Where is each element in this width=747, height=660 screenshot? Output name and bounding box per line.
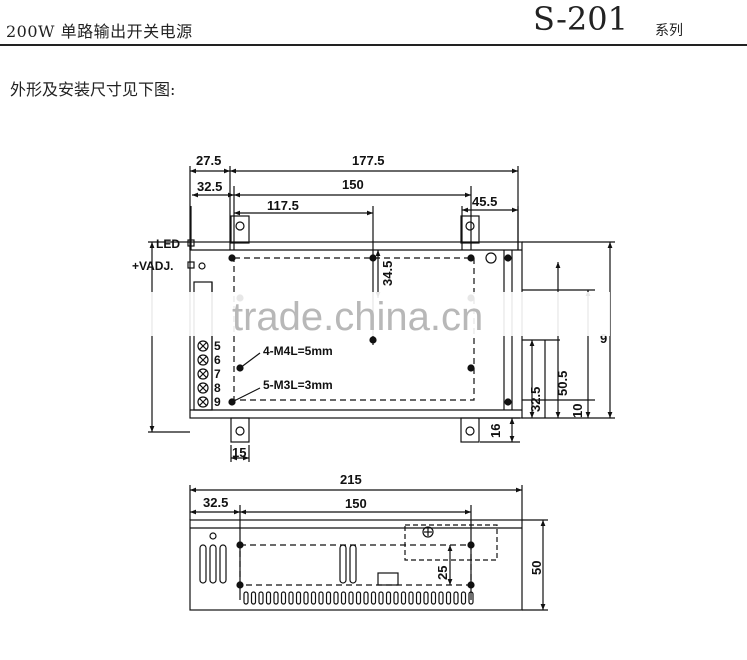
vent-slot — [355, 591, 362, 605]
dim-27-5: 27.5 — [196, 153, 221, 168]
vent-slot — [445, 591, 452, 605]
vent-slot — [280, 591, 287, 605]
dim-150: 150 — [342, 177, 364, 192]
dim-34-5: 34.5 — [380, 261, 395, 286]
dim-16: 16 — [488, 424, 503, 438]
dim-177-5: 177.5 — [352, 153, 385, 168]
dim-10: 10 — [570, 404, 585, 418]
dim-15: 15 — [232, 445, 246, 460]
header-product-title: 200W 单路输出开关电源 — [6, 22, 193, 41]
terminal-label-6: 6 — [214, 353, 221, 367]
vent-slot — [453, 591, 459, 605]
terminal-label-5: 5 — [214, 339, 221, 353]
vent-slot — [460, 591, 467, 605]
side-dim-50: 50 — [529, 561, 544, 575]
vent-slot — [423, 591, 429, 605]
vent-slot — [273, 591, 279, 605]
dim-50-5: 50.5 — [555, 371, 570, 396]
dim-45-5: 45.5 — [472, 194, 497, 209]
terminal-label-9: 9 — [214, 395, 221, 409]
vent-slot — [258, 591, 264, 605]
vent-slot — [243, 591, 249, 605]
label-m4-screws: 4-M4L=5mm — [263, 344, 333, 358]
header-series-label: 系列 — [655, 23, 683, 39]
vent-slot — [468, 591, 474, 605]
side-view — [189, 485, 548, 611]
side-dim-150: 150 — [345, 496, 367, 511]
vent-slot — [408, 591, 414, 605]
header-model-number: S-201 — [533, 0, 628, 38]
watermark-band — [130, 292, 610, 336]
vent-slot — [250, 591, 257, 605]
label-m3-screws: 5-M3L=3mm — [263, 378, 333, 392]
dim-9: 9 — [600, 331, 607, 346]
dim-117-5: 117.5 — [267, 198, 299, 213]
vent-slot — [340, 591, 347, 605]
vent-slot — [295, 591, 302, 605]
terminal-label-8: 8 — [214, 381, 221, 395]
vent-slot — [310, 591, 317, 605]
side-dim-25: 25 — [435, 566, 450, 580]
label-led: LED — [156, 237, 180, 251]
vent-slot — [333, 591, 339, 605]
vent-slot — [393, 591, 399, 605]
vent-slot — [400, 591, 407, 605]
vent-slot — [288, 591, 294, 605]
side-dim-32-5: 32.5 — [203, 495, 228, 510]
vent-slot — [430, 591, 437, 605]
terminal-label-7: 7 — [214, 367, 221, 381]
vent-slot — [415, 591, 422, 605]
watermark-text: trade.china.cn — [232, 295, 483, 339]
dim-32-5-right: 32.5 — [528, 387, 543, 412]
vent-slot — [378, 591, 384, 605]
label-vadj: +VADJ. — [132, 259, 173, 273]
side-dim-215: 215 — [340, 472, 362, 487]
dim-32-5: 32.5 — [197, 179, 222, 194]
header-divider — [0, 44, 747, 46]
subtitle: 外形及安装尺寸见下图: — [10, 80, 176, 99]
vent-slot — [325, 591, 332, 605]
vent-slot — [438, 591, 444, 605]
vent-slot — [370, 591, 377, 605]
vent-slot — [318, 591, 324, 605]
vent-slot — [385, 591, 392, 605]
vent-slot — [363, 591, 369, 605]
vent-slot — [348, 591, 354, 605]
vent-slot — [303, 591, 309, 605]
vent-slot — [265, 591, 272, 605]
